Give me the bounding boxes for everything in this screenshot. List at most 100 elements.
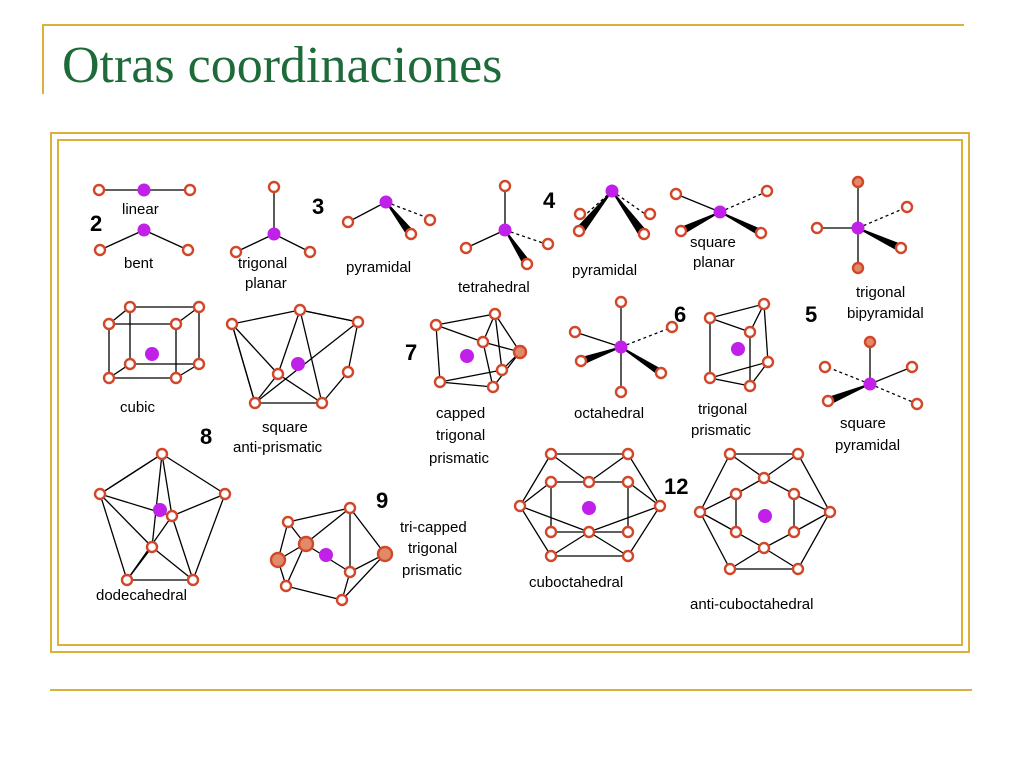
ligand-atom [614,295,628,309]
ligand-atom [910,397,924,411]
ligand-atom [757,297,771,311]
ligand-atom [225,317,239,331]
shaded-ligand-atom [376,545,394,563]
ligand-atom [169,317,183,331]
bond-line [588,453,629,483]
ligand-atom [818,360,832,374]
shaded-ligand-atom [512,344,528,360]
label-linear: linear [122,201,159,218]
ligand-atom [520,257,534,271]
center-atom [758,509,772,523]
shaded-ligand-atom [269,551,287,569]
ligand-atom [120,573,134,587]
ligand-atom [343,501,357,515]
label-tricapped-line1: tri-capped [400,519,467,536]
center-atom [582,501,596,515]
label-trigonal-planar-line2: planar [245,275,287,292]
bond-line [151,546,194,581]
label-capped-trigonal-prismatic-line3: prismatic [429,450,490,467]
label-trigonal-bipyramidal-line1: trigonal [856,284,905,301]
ligand-atom [723,562,737,576]
label-square-antiprismatic-line1: square [262,419,308,436]
ligand-atom [574,354,588,368]
ligand-atom [754,226,768,240]
shaded-ligand-atom [863,335,877,349]
ligand-atom [102,317,116,331]
cn-4-number: 4 [543,188,556,213]
ligand-atom [404,227,418,241]
ligand-atom [729,487,743,501]
center-atom [379,195,393,209]
ligand-atom [573,207,587,221]
ligand-atom [183,183,197,197]
ligand-atom [429,318,443,332]
label-bent: bent [124,255,154,272]
ligand-atom [582,525,596,539]
bond-line [99,229,145,251]
center-atom [319,548,333,562]
bond-line [699,511,737,533]
center-atom [267,227,281,241]
ligand-atom [760,184,774,198]
label-square-pyramidal-line1: square [840,415,886,432]
bond-line [299,309,323,404]
frame-outer [50,132,970,653]
top-rule [42,24,964,26]
ligand-atom [93,487,107,501]
ligand-atom [186,573,200,587]
ligand-atom [341,365,355,379]
ligand-atom [821,394,835,408]
bond-line [161,453,173,517]
label-cubic: cubic [120,399,156,416]
ligand-atom [102,371,116,385]
label-capped-trigonal-prismatic-line1: capped [436,405,485,422]
label-octahedral: octahedral [574,405,644,422]
bond-line [439,369,503,383]
wedges-group [385,190,916,405]
ligand-atom [459,241,473,255]
ligand-atom [192,300,206,314]
label-pyramidal-4: pyramidal [572,262,637,279]
ligand-atom [248,396,262,410]
bond-line [793,493,831,513]
label-square-pyramidal-line2: pyramidal [835,437,900,454]
bond-line [675,193,721,213]
ligand-atom [293,303,307,317]
center-atom [605,184,619,198]
bond-line [151,453,163,548]
ligand-atom [544,549,558,563]
bond-wedge [869,383,916,404]
ligand-atom [145,540,159,554]
slide-title: Otras coordinaciones [62,37,503,94]
bond-line [231,323,256,404]
ligand-atom [582,475,596,489]
label-dodecahedral: dodecahedral [96,587,187,604]
ligand-atom [486,380,500,394]
label-trigonal-prismatic-line1: trigonal [698,401,747,418]
ligand-atom [513,499,527,513]
center-atom [137,223,151,237]
bond-line [550,531,590,557]
bond-line [709,377,751,387]
ligand-atom [495,363,509,377]
ligand-atom [544,525,558,539]
ligand-atom [761,355,775,369]
ligand-atom [267,180,281,194]
cn-7-number: 7 [405,340,417,365]
label-square-planar-line2: planar [693,254,735,271]
label-cuboctahedral: cuboctahedral [529,574,623,591]
ligand-atom [787,487,801,501]
ligand-atom [169,371,183,385]
bond-wedge [857,207,906,229]
ligand-atom [423,213,437,227]
ligand-atom [498,179,512,193]
bond-line [277,373,323,404]
bond-line [171,493,226,517]
ligand-atom [351,315,365,329]
ligand-atom [823,505,837,519]
ligand-atom [181,243,195,257]
ligand-atom [703,371,717,385]
bond-line [304,507,351,545]
ligands-group [92,179,924,607]
ligand-atom [621,475,635,489]
